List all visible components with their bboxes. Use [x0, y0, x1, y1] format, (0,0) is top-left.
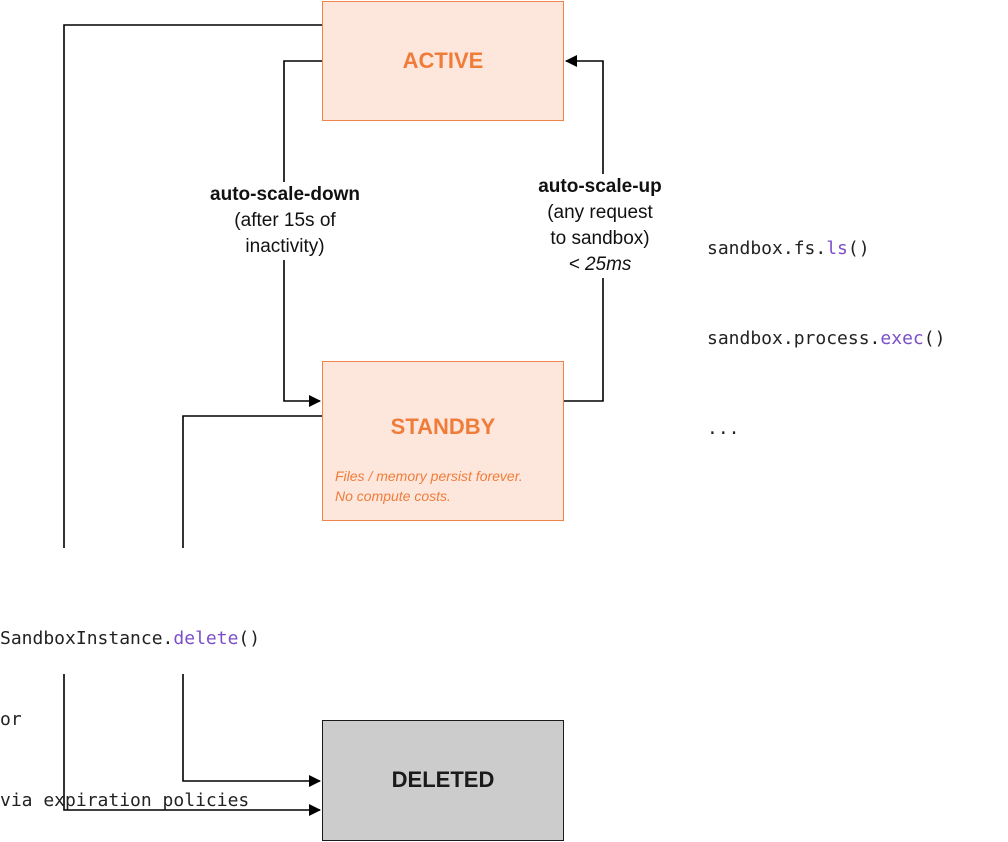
edge-active-to-delete-note — [63, 24, 322, 548]
edge-delete-note-to-deleted-upper — [182, 674, 321, 787]
node-deleted: DELETED — [322, 720, 564, 841]
edge-standby-to-delete-note — [182, 415, 322, 548]
label-auto-scale-down: auto-scale-down (after 15s of inactivity… — [180, 182, 390, 260]
node-standby: STANDBY Files / memory persist forever. … — [322, 361, 564, 521]
node-standby-title: STANDBY — [390, 414, 496, 439]
request-example-line: ... — [707, 414, 945, 444]
delete-trigger-note: SandboxInstance.delete() or via expirati… — [0, 571, 260, 841]
request-example-line: sandbox.process.exec() — [707, 324, 945, 354]
label-auto-scale-up-latency: < 25ms — [568, 254, 632, 275]
label-auto-scale-up-line: (any request — [547, 202, 653, 223]
node-active-title: ACTIVE — [402, 48, 484, 73]
request-examples: sandbox.fs.ls() sandbox.process.exec() .… — [707, 174, 945, 474]
request-example-line: sandbox.fs.ls() — [707, 234, 945, 264]
label-auto-scale-up-line: to sandbox) — [550, 228, 650, 249]
node-active: ACTIVE — [322, 1, 564, 121]
code-suffix: () — [847, 238, 870, 259]
code-method: exec — [880, 328, 924, 349]
delete-trigger-line-1: SandboxInstance.delete() — [0, 625, 260, 652]
standby-note-line: Files / memory persist forever. — [335, 468, 523, 484]
standby-note-line: No compute costs. — [335, 488, 451, 504]
label-auto-scale-down-title: auto-scale-down — [210, 184, 360, 205]
code-prefix: sandbox.process. — [707, 328, 881, 349]
edge-delete-note-to-deleted-lower — [63, 674, 321, 816]
label-auto-scale-down-line: inactivity) — [245, 236, 325, 257]
label-auto-scale-down-line: (after 15s of — [234, 210, 336, 231]
label-auto-scale-up-title: auto-scale-up — [538, 176, 662, 197]
code-suffix: () — [238, 628, 261, 649]
code-method: ls — [826, 238, 848, 259]
code-prefix: ... — [707, 418, 740, 439]
code-method: delete — [173, 628, 239, 649]
delete-trigger-line-3: via expiration policies — [0, 790, 250, 811]
node-deleted-title: DELETED — [391, 767, 495, 792]
delete-trigger-line-2: or — [0, 709, 22, 730]
standby-note: Files / memory persist forever. No compu… — [335, 466, 523, 506]
code-prefix: SandboxInstance. — [0, 628, 174, 649]
code-suffix: () — [923, 328, 946, 349]
label-auto-scale-up: auto-scale-up (any request to sandbox) <… — [505, 174, 695, 278]
code-prefix: sandbox.fs. — [707, 238, 827, 259]
